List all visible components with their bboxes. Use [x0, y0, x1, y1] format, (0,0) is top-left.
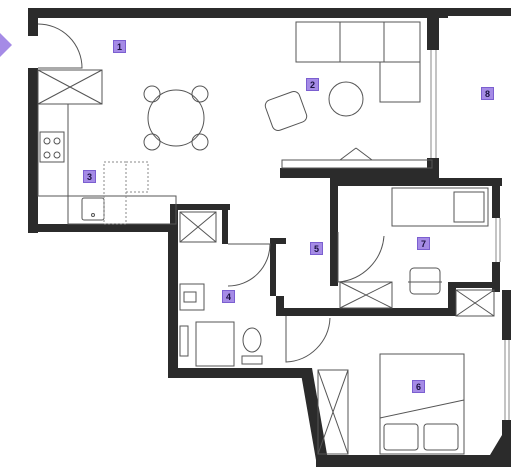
desk-chair-icon	[408, 267, 442, 295]
entrance-arrow-icon	[0, 33, 12, 57]
fridge	[103, 161, 149, 225]
shower	[179, 211, 217, 243]
room-label-6: 6	[412, 380, 425, 393]
room-label-3: 3	[83, 170, 96, 183]
room-label-5: 5	[310, 242, 323, 255]
wardrobe-bedroom	[317, 369, 349, 455]
kitchen-counter	[37, 69, 177, 225]
room-label-4: 4	[222, 290, 235, 303]
sofa-bed	[391, 187, 489, 227]
sofa-icon	[295, 21, 421, 103]
bathroom-door	[227, 243, 271, 287]
tv-stand-icon	[281, 147, 433, 169]
toilet-icon	[241, 327, 263, 365]
room-label-1: 1	[113, 40, 126, 53]
washing-machine	[195, 321, 235, 367]
round-table-icon	[328, 81, 364, 117]
windows	[430, 50, 510, 420]
room-label-7: 7	[417, 237, 430, 250]
towel-radiator	[179, 325, 189, 357]
armchair-icon	[264, 90, 308, 132]
bedroom-door	[285, 316, 331, 363]
entrance-door	[37, 23, 83, 69]
walls	[28, 8, 511, 467]
washbasin-icon	[179, 283, 205, 311]
room-label-8: 8	[481, 87, 494, 100]
sink-icon	[81, 197, 105, 221]
bed-icon	[379, 353, 465, 455]
room-label-2: 2	[306, 78, 319, 91]
corridor-door	[337, 232, 385, 283]
wardrobe-icon	[339, 281, 495, 317]
stove-icon	[39, 131, 65, 163]
dining-table-icon	[143, 85, 209, 151]
